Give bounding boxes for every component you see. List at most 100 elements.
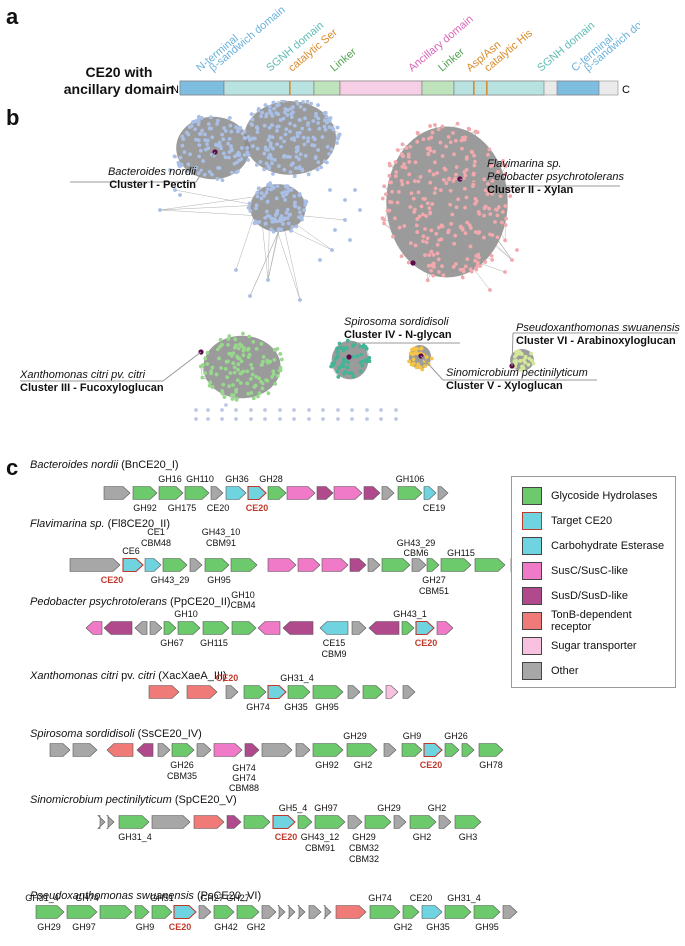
- gene-label: GH2: [413, 832, 432, 842]
- gene-arrow: [333, 486, 363, 500]
- network-node: [440, 264, 444, 269]
- network-node: [262, 151, 267, 156]
- network-node: [228, 371, 233, 375]
- network-node: [422, 359, 427, 363]
- network-node: [270, 135, 275, 140]
- network-node: [473, 129, 478, 134]
- network-node: [413, 207, 417, 212]
- gene-arrow: [151, 815, 191, 829]
- singleton-node: [365, 408, 369, 412]
- network-node: [487, 206, 491, 211]
- network-node: [433, 186, 438, 191]
- network-node: [265, 199, 270, 204]
- panel-label-b: b: [6, 105, 20, 130]
- network-node: [178, 164, 183, 168]
- organism-name: Flavimarina sp.: [30, 518, 105, 530]
- cluster-i-species: Bacteroides nordii: [107, 166, 196, 178]
- gene-label: GH43_29: [397, 538, 436, 548]
- network-node: [239, 157, 244, 162]
- organism-name-2: citri: [138, 670, 156, 682]
- network-node: [407, 160, 412, 164]
- gene-label: GH95: [207, 575, 231, 585]
- network-edge: [195, 134, 223, 168]
- sgnh-domain-1: [223, 80, 315, 96]
- network-edge: [389, 163, 419, 193]
- network-node: [453, 233, 458, 238]
- network-node: [495, 213, 500, 218]
- gene-legend: Glycoside Hydrolases Target CE20 Carbohy…: [511, 476, 676, 688]
- network-node: [421, 234, 426, 239]
- network-node: [430, 202, 435, 206]
- gene-label: GH10: [174, 609, 198, 619]
- network-node: [278, 118, 283, 122]
- network-node: [264, 209, 269, 214]
- network-edge: [449, 178, 479, 263]
- network-node: [399, 152, 404, 157]
- network-node: [427, 136, 431, 141]
- network-node: [355, 354, 360, 359]
- network-edge: [461, 148, 504, 166]
- network-node: [266, 213, 271, 218]
- network-node: [281, 222, 285, 226]
- network-edge: [391, 168, 445, 203]
- gene-arrow: [385, 685, 399, 699]
- gene-arrow: [202, 621, 230, 635]
- network-node: [471, 171, 476, 176]
- network-edge: [297, 101, 308, 137]
- gene-label: CE6: [122, 546, 140, 556]
- network-node: [468, 244, 473, 249]
- network-node: [264, 161, 269, 166]
- network-node: [259, 342, 264, 346]
- network-node: [271, 171, 275, 176]
- singleton-node: [321, 408, 325, 412]
- network-node: [247, 334, 252, 339]
- gene-label: CBM32: [349, 854, 379, 864]
- network-node: [252, 221, 257, 226]
- network-edge: [229, 336, 249, 349]
- domain-label: Linker: [328, 46, 359, 75]
- network-node: [408, 144, 413, 149]
- network-node: [260, 381, 265, 386]
- network-edge: [217, 349, 273, 378]
- network-edge: [265, 198, 277, 224]
- network-edge: [289, 189, 305, 211]
- network-node: [203, 356, 208, 361]
- network-edge: [353, 345, 364, 377]
- network-node: [228, 123, 233, 128]
- gene-arrow: [231, 621, 257, 635]
- network-node: [239, 359, 244, 364]
- network-node: [250, 117, 255, 122]
- network-node: [232, 370, 237, 375]
- network-edge: [330, 366, 339, 377]
- singleton-node: [194, 417, 198, 421]
- network-node: [231, 361, 236, 366]
- domain-architecture-title: CE20 with ancillary domain: [54, 64, 184, 98]
- network-node: [238, 381, 243, 385]
- network-node: [431, 252, 436, 257]
- network-edge: [395, 152, 473, 177]
- network-edge: [308, 137, 330, 155]
- gene-arrow: [316, 486, 334, 500]
- network-node: [249, 112, 254, 117]
- network-node: [496, 169, 500, 174]
- gene-arrow: [346, 743, 378, 757]
- network-node: [483, 260, 488, 264]
- network-node: [263, 103, 268, 107]
- legend-item-susd: SusD/SusD-like: [522, 586, 628, 606]
- network-node: [343, 198, 347, 202]
- network-node: [396, 189, 401, 194]
- network-node: [306, 172, 311, 177]
- network-edge: [429, 208, 444, 276]
- network-edge: [226, 336, 230, 378]
- gene-label: CBM32: [349, 843, 379, 853]
- gene-arrow: [364, 815, 392, 829]
- network-node: [463, 173, 468, 178]
- gene-arrow: [421, 905, 443, 919]
- n-terminal-sandwich-domain: [179, 80, 225, 96]
- singleton-node: [292, 417, 296, 421]
- network-node: [441, 273, 446, 278]
- network-node: [221, 151, 226, 156]
- network-node: [387, 163, 392, 168]
- network-edge: [253, 386, 255, 399]
- network-edge: [353, 356, 358, 377]
